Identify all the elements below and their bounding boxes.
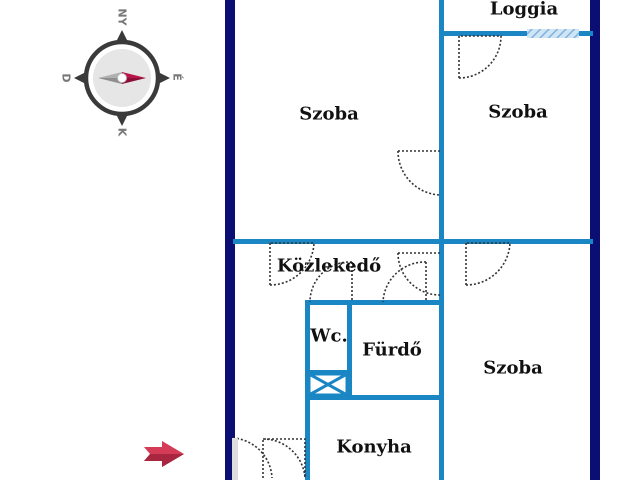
room-label-wc: Wc. <box>310 325 348 347</box>
room-label-top-left: Szoba <box>299 103 359 125</box>
inner-walls <box>233 0 593 480</box>
compass-north-label: NY <box>115 8 129 26</box>
compass-south-label: K <box>115 127 129 137</box>
doors <box>232 35 511 479</box>
door-loggia <box>458 35 502 79</box>
room-label-corridor: Közlekedő <box>276 255 382 277</box>
door-corridor-mid <box>397 252 441 296</box>
room-label-kitchen: Konyha <box>336 436 412 458</box>
room-label-loggia: Loggia <box>489 0 559 20</box>
compass-east-label: É <box>170 73 184 81</box>
door-corridor-left <box>269 242 315 286</box>
loggia-window <box>527 29 579 38</box>
entrance-shadow <box>232 438 238 480</box>
door-bottom-right <box>465 242 511 286</box>
entrance-arrow-icon <box>144 441 184 467</box>
door-bathroom <box>382 261 427 303</box>
outer-wall-right <box>590 0 600 480</box>
outer-wall-left <box>225 0 235 480</box>
compass-west-label: D <box>59 73 73 83</box>
vent-shaft <box>307 372 349 397</box>
door-top-left <box>397 150 441 196</box>
room-label-bottom-right: Szoba <box>483 357 543 379</box>
door-entrance-left <box>232 437 273 479</box>
compass-icon <box>74 30 170 126</box>
door-entrance <box>262 438 306 479</box>
door-wc <box>309 261 353 303</box>
room-label-top-right: Szoba <box>488 101 548 123</box>
room-label-bathroom: Fürdő <box>362 339 422 361</box>
